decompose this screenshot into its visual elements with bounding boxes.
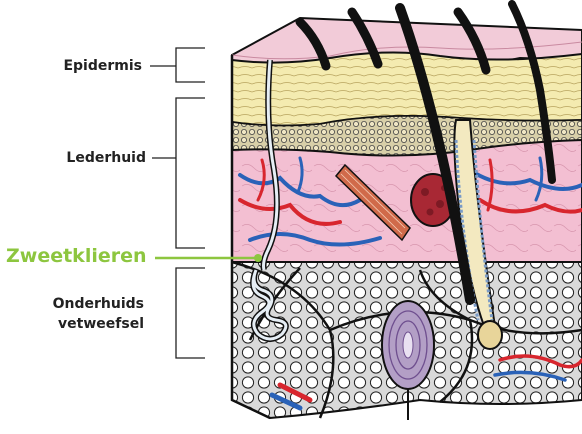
label-zweetklieren: Zweetklieren — [6, 246, 147, 266]
label-onderhuids-line1: Onderhuids — [53, 294, 144, 314]
label-lederhuid: Lederhuid — [66, 148, 146, 168]
lederhuid-bracket — [176, 98, 205, 248]
epidermis-layer — [232, 52, 582, 125]
label-onderhuids-line2: vetweefsel — [58, 314, 144, 334]
layer-brackets — [150, 48, 205, 358]
epidermis-bracket — [176, 48, 205, 82]
dermis-layer — [232, 140, 582, 262]
onderhuids-bracket — [176, 268, 205, 358]
label-epidermis: Epidermis — [63, 56, 142, 76]
